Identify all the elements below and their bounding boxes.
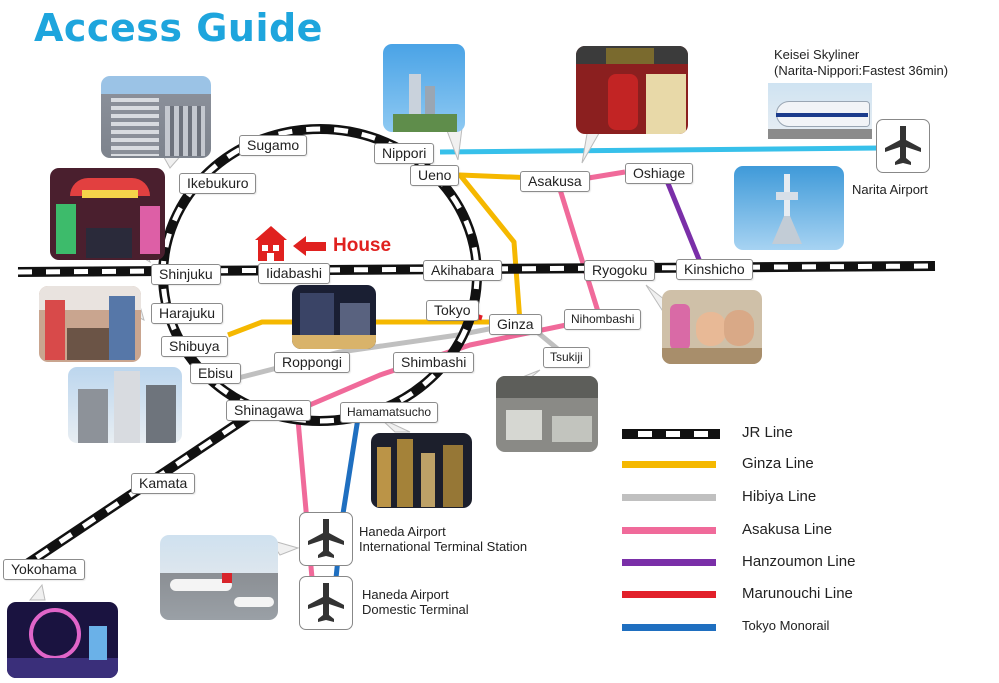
ginza-line — [227, 172, 586, 338]
skytree-photo — [734, 166, 844, 250]
station-tsukiji[interactable]: Tsukiji — [543, 347, 590, 368]
skyliner-subtitle: (Narita-Nippori:Fastest 36min) — [774, 63, 949, 78]
yokohama-photo — [7, 602, 118, 678]
haneda-dom-label-1: Haneda Airport — [362, 587, 449, 602]
harajuku-photo — [39, 286, 141, 362]
skyliner-title: Keisei Skyliner — [774, 47, 860, 62]
house-label: House — [333, 235, 392, 256]
haneda-dom-airplane-icon[interactable] — [299, 576, 353, 630]
legend-label: Hanzoumon Line — [742, 553, 856, 570]
station-roppongi[interactable]: Roppongi — [274, 352, 350, 373]
station-ginza[interactable]: Ginza — [489, 314, 542, 335]
station-kinshicho[interactable]: Kinshicho — [676, 259, 753, 280]
station-nippori[interactable]: Nippori — [374, 143, 435, 164]
legend-swatch — [622, 429, 720, 439]
legend-swatch — [622, 527, 716, 534]
station-iidabashi[interactable]: Iidabashi — [258, 263, 331, 284]
station-ueno[interactable]: Ueno — [410, 165, 460, 186]
skyliner-photo — [768, 83, 872, 139]
narita-airport-label: Narita Airport — [852, 182, 928, 197]
sumo-photo — [662, 290, 762, 364]
haneda-intl-airplane-icon[interactable] — [299, 512, 353, 566]
legend-label: JR Line — [742, 424, 793, 441]
station-oshiage[interactable]: Oshiage — [625, 163, 694, 184]
legend-label: Hibiya Line — [742, 488, 817, 505]
station-akihabara[interactable]: Akihabara — [423, 260, 503, 281]
arrow-left-icon — [293, 236, 326, 256]
hanzomon-line — [662, 175, 703, 263]
station-hamamatsucho[interactable]: Hamamatsucho — [340, 402, 439, 423]
haneda-intl-label-1: Haneda Airport — [359, 524, 446, 539]
station-shinjuku[interactable]: Shinjuku — [151, 264, 221, 285]
legend-label: Ginza Line — [742, 455, 814, 472]
keisei-skyliner-line — [439, 145, 881, 155]
roppongi-photo — [292, 285, 376, 349]
station-nihombashi[interactable]: Nihombashi — [564, 309, 642, 330]
ikebukuro-photo — [101, 76, 211, 158]
station-shinagawa[interactable]: Shinagawa — [226, 400, 312, 421]
narita-airplane-icon[interactable] — [876, 119, 930, 173]
haneda-photo — [160, 535, 278, 620]
tsukiji-photo — [496, 376, 598, 452]
shibuya-photo — [68, 367, 182, 443]
asakusa-photo — [576, 46, 688, 134]
station-asakusa[interactable]: Asakusa — [520, 171, 590, 192]
station-shimbashi[interactable]: Shimbashi — [393, 352, 475, 373]
legend-swatch — [622, 624, 716, 631]
station-harajuku[interactable]: Harajuku — [151, 303, 224, 324]
haneda-dom-label-2: Domestic Terminal — [362, 602, 469, 617]
legend-label: Marunouchi Line — [742, 585, 853, 602]
tokyo-skyline-photo — [383, 44, 465, 132]
legend-label: Tokyo Monorail — [742, 618, 830, 633]
station-yokohama[interactable]: Yokohama — [3, 559, 85, 580]
hamamatsucho-photo — [371, 433, 472, 508]
station-sugamo[interactable]: Sugamo — [239, 135, 308, 156]
legend-label: Asakusa Line — [742, 521, 833, 538]
station-ebisu[interactable]: Ebisu — [190, 363, 242, 384]
station-ikebukuro[interactable]: Ikebukuro — [179, 173, 257, 194]
station-shibuya[interactable]: Shibuya — [161, 336, 228, 357]
page-title: Access Guide — [34, 6, 323, 50]
legend-swatch — [622, 461, 716, 468]
station-kamata[interactable]: Kamata — [131, 473, 196, 494]
legend-swatch — [622, 591, 716, 598]
haneda-intl-label-2: International Terminal Station — [359, 539, 528, 554]
house-icon — [255, 226, 287, 261]
legend-swatch — [622, 559, 716, 566]
station-tokyo[interactable]: Tokyo — [426, 300, 479, 321]
legend-swatch — [622, 494, 716, 501]
station-ryogoku[interactable]: Ryogoku — [584, 260, 656, 281]
shinjuku-photo — [50, 168, 165, 260]
